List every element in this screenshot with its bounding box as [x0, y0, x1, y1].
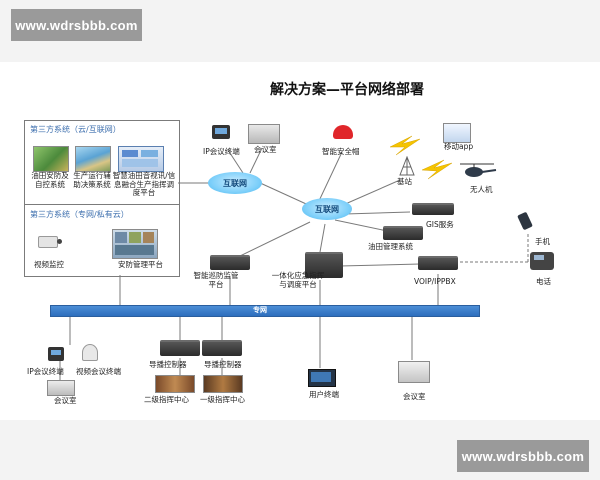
link-meeting-top	[249, 147, 263, 174]
label-smart-patrol: 智能巡防监管平台	[193, 271, 239, 289]
watermark-bottom: www.wdrsbbb.com	[457, 440, 589, 472]
link-oilfield-mgmt	[334, 219, 393, 233]
surveillance-camera-icon	[38, 236, 62, 248]
label-secondary-center: 二级指挥中心	[144, 395, 189, 404]
link-voip	[339, 263, 421, 267]
dashboard-panel-3	[122, 159, 158, 167]
voip-server-icon	[418, 256, 458, 270]
security-cam-view-3	[143, 232, 154, 243]
section-title-private: 第三方系统（专网/私有云）	[30, 210, 129, 219]
link-gis	[344, 211, 411, 215]
dispatch-server-icon	[305, 252, 343, 278]
user-terminal-screen	[311, 372, 331, 382]
label-security-mgmt: 安防管理平台	[118, 260, 163, 269]
watermark-top: www.wdrsbbb.com	[11, 9, 142, 41]
label-user-terminal: 用户终端	[309, 390, 339, 399]
diagram-title: 解决方案—平台网络部署	[270, 82, 424, 98]
label-video-monitor: 视频监控	[34, 260, 64, 269]
label-oilfield-mgmt: 油田管理系统	[368, 242, 413, 251]
link-ip-conf-top	[227, 149, 244, 174]
label-meeting-right: 会议室	[403, 392, 426, 401]
gis-server-icon	[412, 203, 454, 215]
label-phone: 手机	[535, 237, 550, 246]
production-thumbnail	[75, 146, 111, 172]
ip-phone-icon-bottom	[48, 347, 64, 361]
ip-phone-screen-bottom	[51, 350, 61, 355]
cell-tower-icon	[399, 156, 415, 176]
private-network-bus	[50, 305, 480, 317]
link-patrol	[239, 221, 311, 257]
label-drone: 无人机	[470, 185, 493, 194]
camera-lens	[57, 239, 62, 244]
internet-cloud-center: 互联网	[302, 198, 352, 220]
lightning-icon-2	[421, 159, 453, 180]
meeting-room-thumbnail-bottom	[47, 380, 75, 396]
label-ip-conf-top: IP会议终端	[203, 147, 240, 156]
link-base-station	[342, 179, 401, 206]
ip-phone-icon	[212, 125, 230, 139]
bus-label: 专网	[253, 306, 267, 314]
label-mobile-app: 移动app	[444, 142, 474, 151]
dashboard-thumbnail	[118, 146, 164, 172]
oilfield-map-thumbnail	[33, 146, 69, 172]
label-director-1: 导播控制器	[149, 360, 187, 369]
label-voip: VOIP/IPPBX	[414, 277, 456, 286]
label-production-decision: 生产运行辅助决策系统	[73, 171, 111, 189]
label-dispatch: 一体化应急指挥与调度平台	[271, 271, 325, 289]
internet-cloud-left: 互联网	[208, 172, 262, 194]
primary-center-thumbnail	[203, 375, 243, 393]
smart-patrol-server-icon	[210, 255, 250, 270]
security-cam-view-4	[115, 245, 154, 255]
label-smart-av: 智慧油田音视讯/信息融合生产指挥调度平台	[112, 171, 176, 198]
label-video-conf-bottom: 视频会议终端	[76, 367, 121, 376]
label-ip-conf-bottom: IP会议终端	[27, 367, 64, 376]
director-controller-2	[202, 340, 242, 356]
label-base-station: 基站	[397, 177, 412, 186]
security-cam-view-2	[129, 232, 141, 243]
secondary-center-thumbnail	[155, 375, 195, 393]
meeting-room-thumbnail-top	[248, 124, 280, 144]
private-cloud-box	[24, 204, 180, 277]
director-controller-1	[160, 340, 200, 356]
ip-phone-screen	[215, 128, 227, 134]
video-camera-icon	[82, 344, 98, 361]
security-cam-view-1	[115, 232, 127, 243]
label-oilfield-security: 油田安防及自控系统	[31, 171, 69, 189]
label-gis: GIS服务	[426, 220, 454, 229]
safety-helmet-icon	[333, 125, 353, 139]
security-platform-thumbnail	[112, 229, 158, 259]
dashboard-panel-1	[122, 150, 138, 157]
label-telephone: 电话	[536, 277, 551, 286]
section-title-cloud: 第三方系统（云/互联网）	[30, 125, 121, 134]
label-director-2: 导播控制器	[204, 360, 242, 369]
helicopter-drone-icon	[460, 163, 497, 177]
desk-phone-screen	[534, 255, 544, 260]
desk-phone-icon	[530, 252, 554, 270]
oilfield-mgmt-server-icon	[383, 226, 423, 240]
label-primary-center: 一级指挥中心	[200, 395, 245, 404]
label-meeting-top: 会议室	[254, 145, 277, 154]
link-helmet	[317, 151, 343, 204]
label-meeting-bottom: 会议室	[54, 396, 77, 405]
user-terminal-icon	[308, 369, 336, 387]
mobile-app-thumbnail	[443, 123, 471, 143]
meeting-room-thumbnail-right	[398, 361, 430, 383]
label-helmet: 智能安全帽	[322, 147, 360, 156]
dashboard-panel-2	[141, 150, 158, 157]
lightning-icon-1	[389, 135, 421, 156]
link-dispatch	[319, 223, 326, 253]
